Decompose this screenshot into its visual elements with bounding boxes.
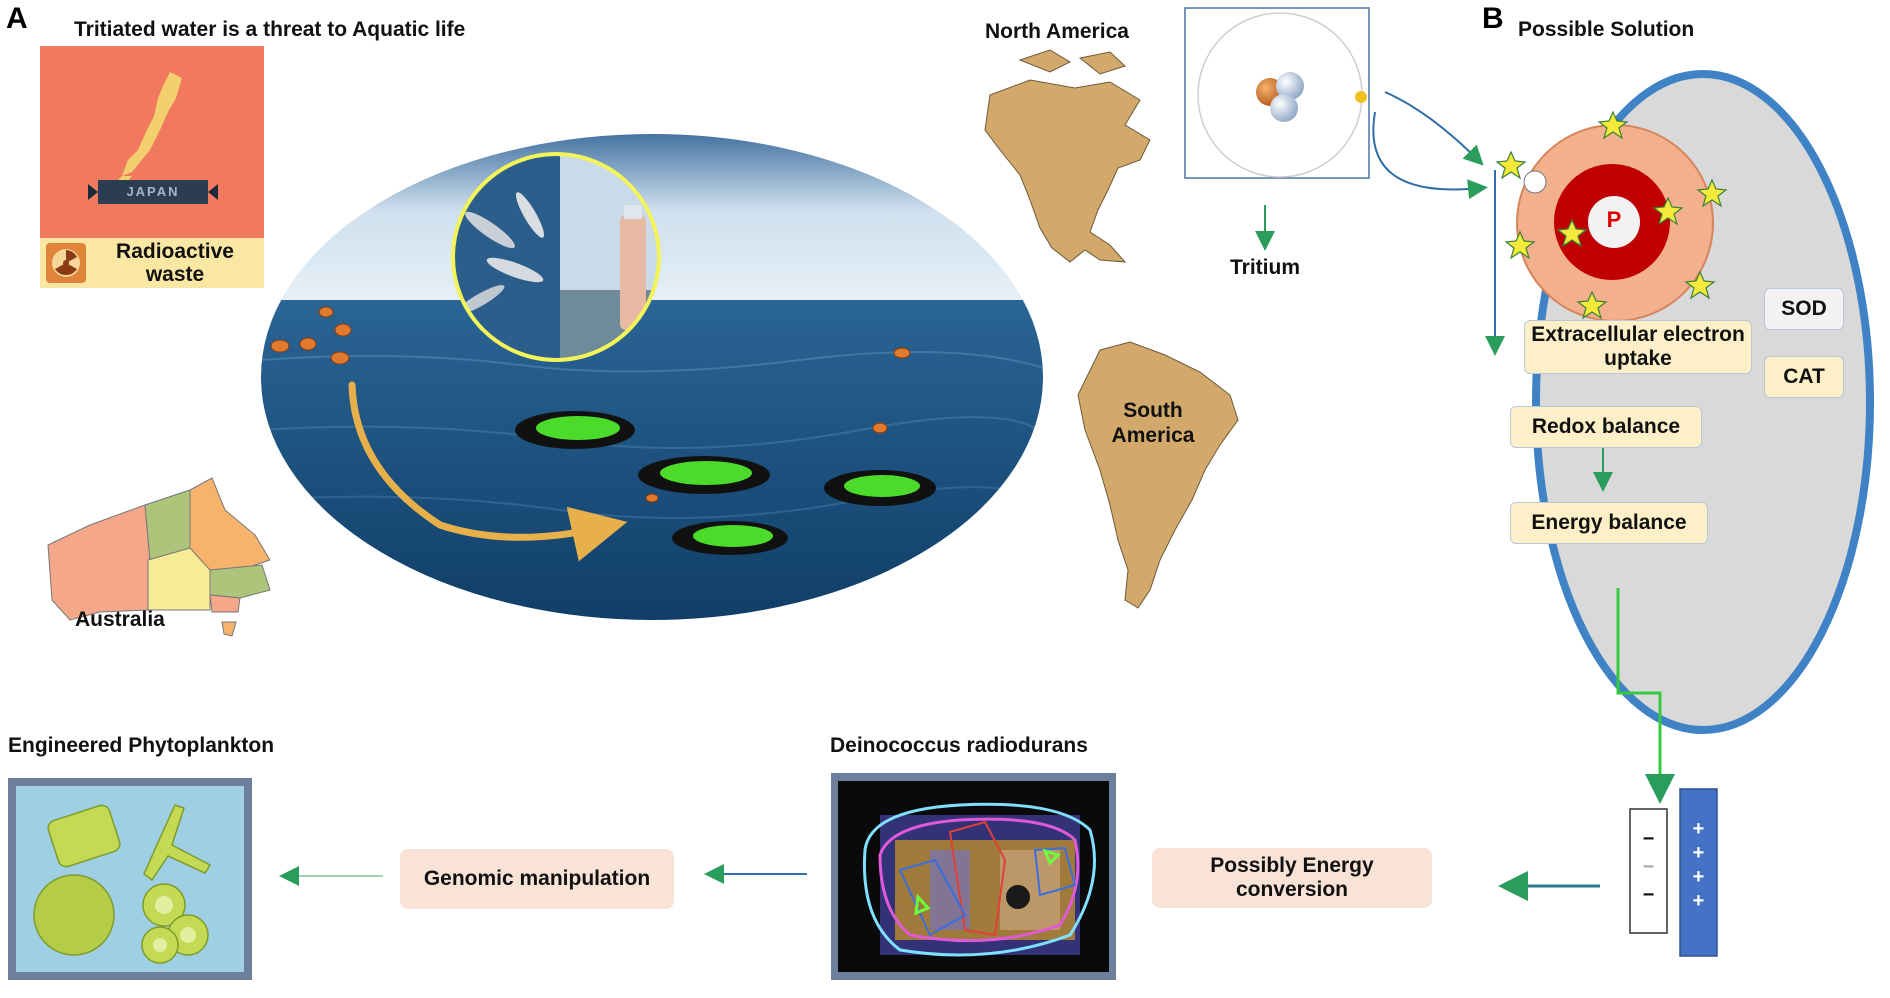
battery-icon xyxy=(1629,788,1718,957)
japan-tile xyxy=(40,46,264,288)
panel-a-title: Tritiated water is a threat to Aquatic l… xyxy=(74,18,466,41)
deinococcus-label: Deinococcus radiodurans xyxy=(830,734,1088,757)
engineered-phytoplankton-image xyxy=(8,778,252,980)
battery-plus-4: + xyxy=(1692,890,1705,912)
battery-minus-2: − xyxy=(1642,856,1655,878)
extracellular-electron-uptake-box: Extracellular electron uptake xyxy=(1524,320,1752,374)
star-icon xyxy=(1495,110,1728,320)
ocean-scene xyxy=(259,132,1045,622)
redox-balance-box: Redox balance xyxy=(1510,406,1702,448)
genomic-manipulation-box: Genomic manipulation xyxy=(400,849,674,909)
japan-banner-label: JAPAN xyxy=(126,184,180,199)
cat-box: CAT xyxy=(1764,356,1844,398)
north-america-map xyxy=(984,79,1151,263)
energy-conversion-box: Possibly Energy conversion xyxy=(1152,848,1432,908)
australia-map xyxy=(47,477,271,637)
japan-banner xyxy=(98,180,208,204)
battery-minus-1: − xyxy=(1642,828,1655,850)
nucleus-label: P xyxy=(1606,207,1622,232)
sod-box: SOD xyxy=(1764,288,1844,330)
tritium-label: Tritium xyxy=(1230,256,1301,279)
australia-label: Australia xyxy=(75,608,165,631)
battery-plus-2: + xyxy=(1692,842,1705,864)
panel-b-letter: B xyxy=(1482,2,1504,35)
south-america-map xyxy=(1077,341,1239,609)
green-phytoplankton xyxy=(515,411,936,555)
radiation-icon xyxy=(46,243,86,283)
radioactive-waste-label: Radioactive waste xyxy=(116,240,234,287)
battery-plus-3: + xyxy=(1692,866,1705,888)
engineered-phytoplankton-label: Engineered Phytoplankton xyxy=(8,734,275,757)
energy-balance-box: Energy balance xyxy=(1510,502,1708,544)
tritium-atom-icon xyxy=(1184,7,1370,179)
deinococcus-image xyxy=(831,773,1116,980)
north-america-label: North America xyxy=(985,20,1129,43)
cell-diagram xyxy=(1485,70,1874,734)
battery-plus-1: + xyxy=(1692,818,1705,840)
panel-b-title: Possible Solution xyxy=(1518,18,1695,41)
south-america-label: South America xyxy=(1111,399,1195,448)
battery-minus-3: − xyxy=(1642,884,1655,906)
japan-map-icon xyxy=(122,72,182,176)
panel-a-letter: A xyxy=(6,2,28,35)
